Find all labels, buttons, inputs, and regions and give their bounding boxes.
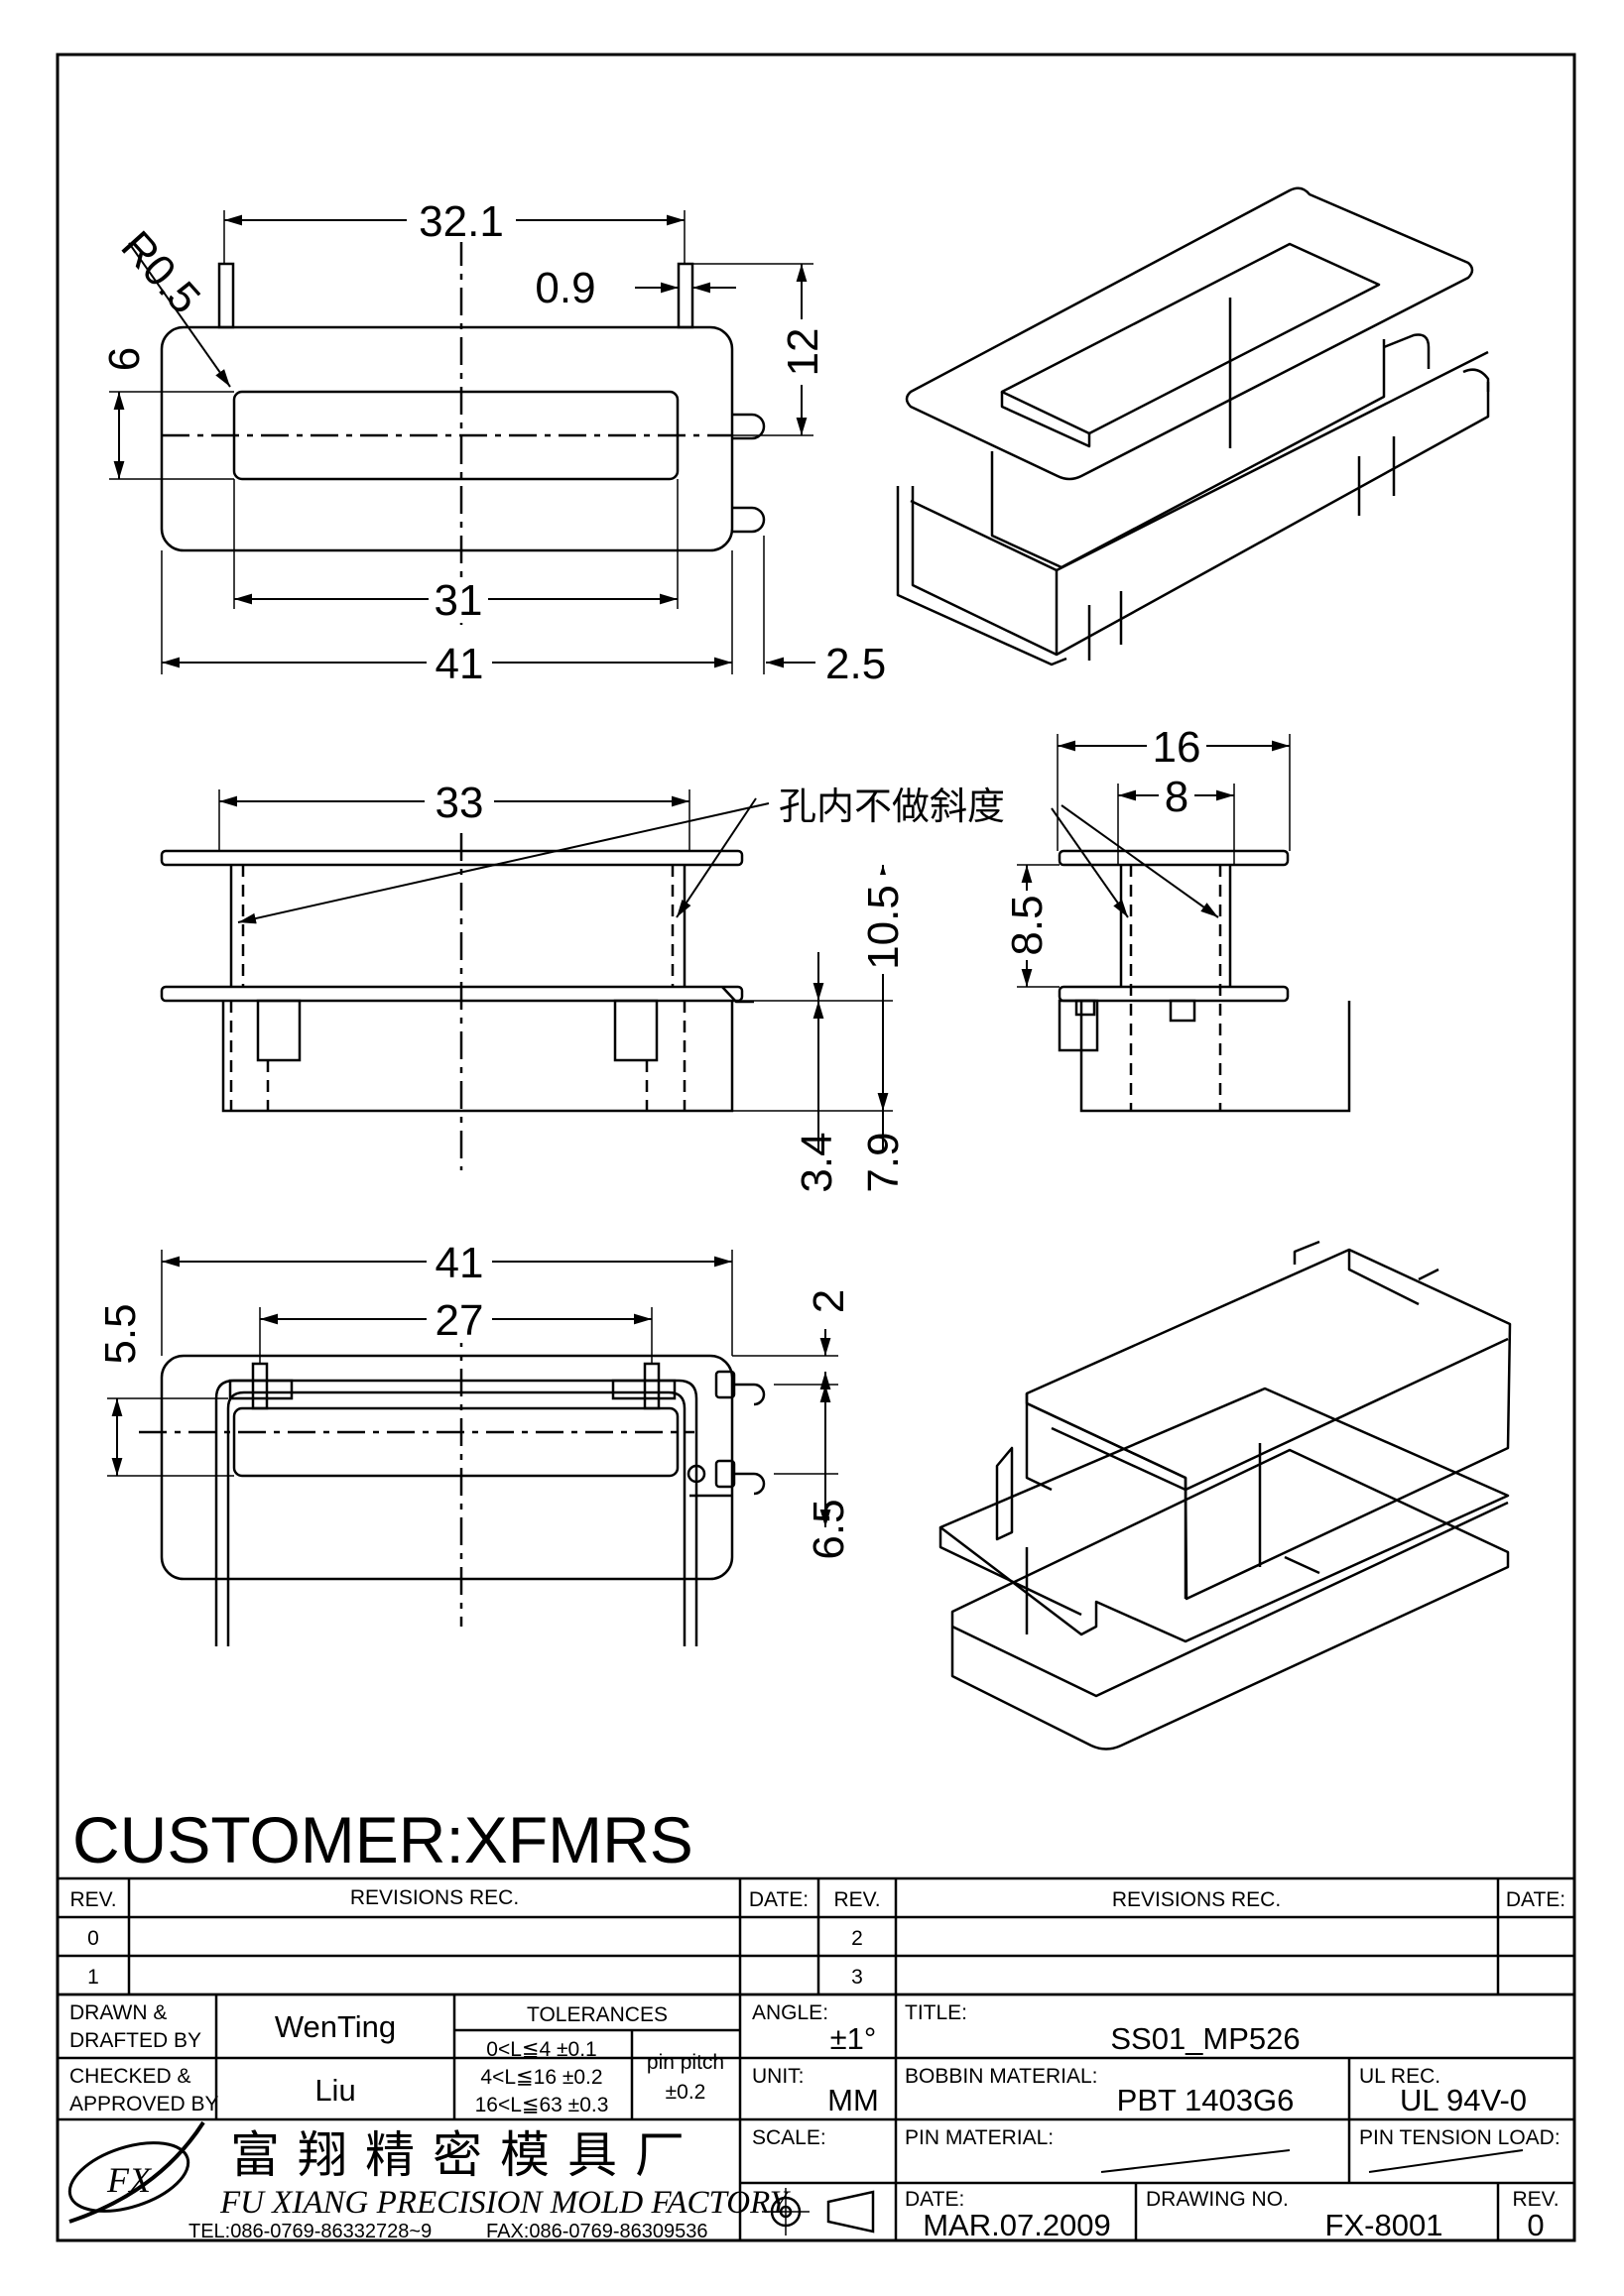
- company-logo-icon: FX: [67, 2120, 205, 2224]
- dim-5-5: 5.5: [96, 1303, 145, 1364]
- pin-pitch-label: pin pitch: [647, 2051, 724, 2074]
- isometric-view-upper: [896, 186, 1490, 666]
- top-view-outline: [160, 325, 734, 552]
- logo-text: FX: [106, 2160, 153, 2200]
- top-view-tab-lower: [732, 506, 766, 534]
- dim-16: 16: [1153, 723, 1201, 772]
- pin-pitch-tolerance: ±0.2: [666, 2081, 706, 2104]
- dim-41-bottom: 41: [436, 1239, 484, 1287]
- isometric-view-lower: [938, 1240, 1512, 1751]
- front-view: [160, 784, 893, 1170]
- side-view: [1017, 734, 1351, 1113]
- dim-12: 12: [779, 328, 827, 377]
- pin-material-label: PIN MATERIAL:: [905, 2126, 1054, 2149]
- dim-32-1: 32.1: [419, 197, 504, 246]
- tolerance-2: 4<L≦16 ±0.2: [480, 2066, 602, 2089]
- dim-27: 27: [436, 1296, 484, 1345]
- dim-2-5: 2.5: [825, 640, 886, 688]
- top-view-pin-right: [677, 262, 694, 329]
- company-tel: TEL:086-0769-86332728~9: [188, 2221, 432, 2242]
- unit-value: MM: [827, 2083, 879, 2117]
- drawn-by-value: WenTing: [275, 2009, 396, 2044]
- dim-3-4: 3.4: [793, 1132, 841, 1192]
- revisions-header-right: REVISIONS REC.: [1112, 1888, 1281, 1911]
- rev-row-0: 0: [87, 1927, 99, 1950]
- rev-row-3: 3: [851, 1966, 863, 1989]
- dim-0-9: 0.9: [535, 264, 595, 312]
- tolerances-label: TOLERANCES: [527, 2003, 668, 2026]
- top-view-pin-left: [217, 262, 235, 329]
- unit-label: UNIT:: [752, 2065, 805, 2088]
- rev-row-2: 2: [851, 1927, 863, 1950]
- rev-header-right: REV.: [833, 1888, 880, 1911]
- rev-header-left: REV.: [69, 1888, 116, 1911]
- dim-10-5: 10.5: [859, 885, 908, 970]
- title-label: TITLE:: [905, 2001, 967, 2024]
- rev-value: 0: [1527, 2208, 1544, 2242]
- dim-8: 8: [1165, 773, 1188, 821]
- revisions-header-left: REVISIONS REC.: [350, 1886, 519, 1909]
- projection-symbol-icon: [762, 2188, 875, 2236]
- dim-2: 2: [805, 1289, 853, 1313]
- bottom-view-labels: 41 27 5.5 2 6.5: [96, 1239, 853, 1560]
- company-name-en: FU XIANG PRECISION MOLD FACTORY: [219, 2185, 792, 2221]
- ul-rec-label: UL REC.: [1359, 2065, 1440, 2088]
- ul-rec-value: UL 94V-0: [1400, 2083, 1527, 2117]
- date-value: MAR.07.2009: [923, 2208, 1111, 2242]
- company-fax: FAX:086-0769-86309536: [486, 2221, 708, 2242]
- date-label: DATE:: [905, 2188, 964, 2211]
- side-view-labels: 16 8 8.5: [1003, 723, 1206, 960]
- bottom-view: [107, 1250, 838, 1646]
- title-block-text: DRAWN & DRAFTED BY WenTing CHECKED & APP…: [69, 2001, 1561, 2242]
- rev-label: REV.: [1512, 2188, 1559, 2211]
- rev-row-1: 1: [87, 1966, 99, 1989]
- note-no-draft-angle: 孔内不做斜度: [779, 785, 1005, 828]
- angle-value: ±1°: [830, 2021, 877, 2056]
- drawing-no-label: DRAWING NO.: [1146, 2188, 1289, 2211]
- date-header-right: DATE:: [1506, 1888, 1565, 1911]
- top-view-tab-upper: [732, 413, 766, 440]
- bobbin-material-value: PBT 1403G6: [1117, 2083, 1295, 2117]
- approved-label: APPROVED BY: [69, 2093, 219, 2115]
- drawing-no-value: FX-8001: [1325, 2208, 1443, 2242]
- dim-33: 33: [436, 779, 484, 827]
- dim-6-5: 6.5: [805, 1499, 853, 1559]
- dim-7-9: 7.9: [859, 1132, 908, 1192]
- title-value: SS01_MP526: [1110, 2021, 1300, 2056]
- title-block: [56, 1993, 1576, 2242]
- dim-8-5: 8.5: [1003, 895, 1052, 955]
- tolerance-3: 16<L≦63 ±0.3: [475, 2094, 609, 2116]
- dim-31: 31: [435, 576, 483, 625]
- front-view-labels: 33 10.5 3.4 7.9 孔内不做斜度: [425, 779, 1005, 1193]
- revision-table: [56, 1876, 1576, 1996]
- drafted-label: DRAFTED BY: [69, 2029, 201, 2052]
- angle-label: ANGLE:: [752, 2001, 828, 2024]
- date-header-left: DATE:: [749, 1888, 809, 1911]
- checked-label: CHECKED &: [69, 2065, 191, 2088]
- company-name-cn: 富翔精密模具厂: [230, 2126, 702, 2184]
- customer-label: CUSTOMER:XFMRS: [72, 1803, 693, 1876]
- dim-r0-5: R0.5: [112, 222, 210, 323]
- scale-label: SCALE:: [752, 2126, 826, 2149]
- revision-table-text: REV. REVISIONS REC. DATE: REV. REVISIONS…: [69, 1886, 1565, 1989]
- pin-tension-label: PIN TENSION LOAD:: [1359, 2126, 1561, 2149]
- dim-41: 41: [436, 640, 484, 688]
- drawn-label: DRAWN &: [69, 2001, 167, 2024]
- dim-6: 6: [100, 347, 149, 371]
- bobbin-material-label: BOBBIN MATERIAL:: [905, 2065, 1098, 2088]
- checked-by-value: Liu: [314, 2073, 355, 2108]
- tolerance-1: 0<L≦4 ±0.1: [486, 2038, 596, 2061]
